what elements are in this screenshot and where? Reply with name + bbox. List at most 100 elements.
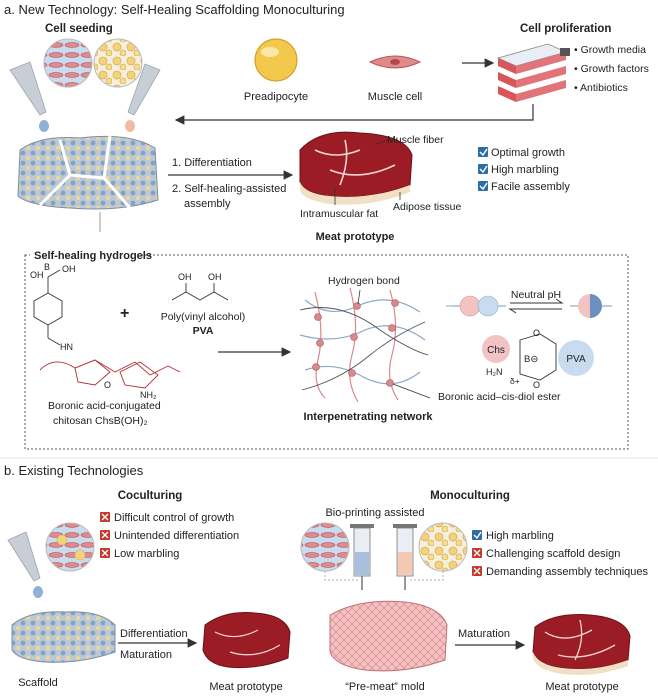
callout-line	[324, 571, 358, 581]
meat-prototype-left-icon	[202, 612, 291, 669]
adipose-tissue-label: Adipose tissue	[393, 201, 461, 213]
chem-oh: OH	[62, 264, 76, 274]
meat-prototype-right-icon	[532, 614, 631, 675]
section-a-title: a. New Technology: Self-Healing Scaffold…	[4, 2, 345, 17]
hydrogels-title: Self-healing hydrogels	[34, 250, 152, 262]
crosslink-nodes	[312, 299, 399, 387]
arrow-return-to-seeding	[174, 104, 534, 125]
callout-line	[375, 139, 389, 145]
step-differentiation: 1. Differentiation	[172, 157, 252, 169]
muscle-cell-label: Muscle cell	[368, 91, 422, 103]
chitosan-structure	[33, 269, 181, 389]
mono-fat-magnifier	[418, 522, 468, 572]
hydrogen-bond-label: Hydrogen bond	[328, 275, 400, 287]
pva-ball-label: PVA	[566, 354, 586, 365]
con-item: Low marbling	[100, 548, 179, 560]
proliferation-item: • Growth media	[574, 44, 646, 56]
con-label: Unintended differentiation	[114, 530, 239, 542]
differentiation-label: Differentiation	[120, 628, 188, 640]
mono-item: Challenging scaffold design	[472, 548, 620, 560]
benefit-item: High marbling	[478, 164, 559, 176]
hydrogels-box	[24, 254, 629, 450]
chem-nh2: NH₂	[140, 390, 157, 400]
neutral-ph-label: Neutral pH	[511, 289, 561, 301]
pva-label-line2: PVA	[193, 325, 214, 337]
hydrogels-title-bg	[30, 249, 142, 261]
chem-delta-plus: δ+	[510, 376, 520, 386]
con-label: Difficult control of growth	[114, 512, 234, 524]
syringe-right-icon	[393, 524, 417, 590]
muscle-cell-icon	[368, 55, 422, 69]
callout-line	[357, 289, 361, 305]
meat-prototype-left-label: Meat prototype	[209, 681, 282, 693]
chem-b: B	[44, 262, 50, 272]
fat-cell-magnifier	[93, 38, 143, 88]
plus-sign: +	[120, 305, 129, 322]
coculturing-label: Coculturing	[118, 490, 183, 502]
chem-h2n: H₂N	[486, 367, 503, 377]
proliferation-item: • Growth factors	[574, 63, 649, 75]
culture-flask-stack-icon	[496, 43, 570, 102]
pre-meat-mold-label: “Pre-meat” mold	[345, 681, 424, 693]
benefit-label: High marbling	[491, 164, 559, 176]
chem-pva-oh: OH	[178, 272, 192, 282]
scaffold-label: Scaffold	[18, 677, 58, 689]
chem-pva-oh: OH	[208, 272, 222, 282]
pva-structure	[171, 283, 229, 301]
meat-prototype-label: Meat prototype	[316, 231, 395, 243]
con-item: Difficult control of growth	[100, 512, 234, 524]
pipette-left-icon	[9, 61, 49, 132]
chem-o: O	[533, 328, 540, 338]
muscle-cell-magnifier	[43, 38, 93, 88]
mono-item: Demanding assembly techniques	[472, 566, 649, 578]
chem-ho: OH	[30, 270, 44, 280]
separate-spheres-icon	[446, 295, 506, 317]
step-assembly: assembly	[184, 198, 231, 210]
mono-label: Challenging scaffold design	[486, 548, 620, 560]
pipette-icon	[7, 531, 43, 598]
chs-label: Chs	[487, 345, 505, 356]
maturation-label: Maturation	[120, 649, 172, 661]
self-healing-scaffold	[17, 135, 159, 210]
mono-label: High marbling	[486, 530, 554, 542]
chem-o: O	[533, 380, 540, 390]
joined-spheres-icon	[570, 294, 612, 318]
coculture-magnifier	[45, 522, 95, 572]
scaffold-icon	[11, 611, 116, 663]
chem-hn: HN	[60, 342, 73, 352]
boronic-ester-diagram	[482, 333, 594, 381]
benefit-item: Facile assembly	[478, 181, 570, 193]
cell-seeding-label: Cell seeding	[45, 23, 113, 35]
boronic-ester-label: Boronic acid–cis-diol ester	[438, 391, 561, 403]
pipette-right-icon	[125, 63, 161, 132]
mono-label: Demanding assembly techniques	[486, 566, 649, 578]
monoculturing-label: Monoculturing	[430, 490, 510, 502]
mono-item: High marbling	[472, 530, 554, 542]
callout-line	[410, 571, 444, 581]
proliferation-item: • Antibiotics	[574, 82, 628, 94]
muscle-fiber-label: Muscle fiber	[387, 134, 444, 146]
network-label: Interpenetrating network	[304, 411, 434, 423]
callout-line	[392, 383, 431, 399]
chem-b-minus: B⊖	[524, 354, 538, 365]
equilibrium-arrows	[508, 298, 564, 314]
bio-printing-label: Bio-printing assisted	[325, 507, 424, 519]
preadipocyte-label: Preadipocyte	[244, 91, 308, 103]
mono-muscle-magnifier	[300, 522, 350, 572]
benefit-label: Facile assembly	[491, 181, 570, 193]
con-label: Low marbling	[114, 548, 179, 560]
maturation-right-label: Maturation	[458, 628, 510, 640]
cell-proliferation-label: Cell proliferation	[520, 23, 611, 35]
preadipocyte-icon	[254, 38, 298, 82]
meat-prototype-icon	[299, 131, 413, 205]
chitosan-label-line2: chitosan ChsB(OH)₂	[53, 415, 148, 427]
chitosan-label-line1: Boronic acid-conjugated	[48, 400, 161, 412]
chem-o: O	[104, 380, 111, 390]
pre-meat-mold-icon	[329, 600, 448, 672]
pva-label-line1: Poly(vinyl alcohol)	[161, 311, 246, 323]
meat-prototype-right-label: Meat prototype	[545, 681, 618, 693]
benefit-label: Optimal growth	[491, 147, 565, 159]
benefit-item: Optimal growth	[478, 147, 565, 159]
section-b-title: b. Existing Technologies	[4, 463, 144, 478]
